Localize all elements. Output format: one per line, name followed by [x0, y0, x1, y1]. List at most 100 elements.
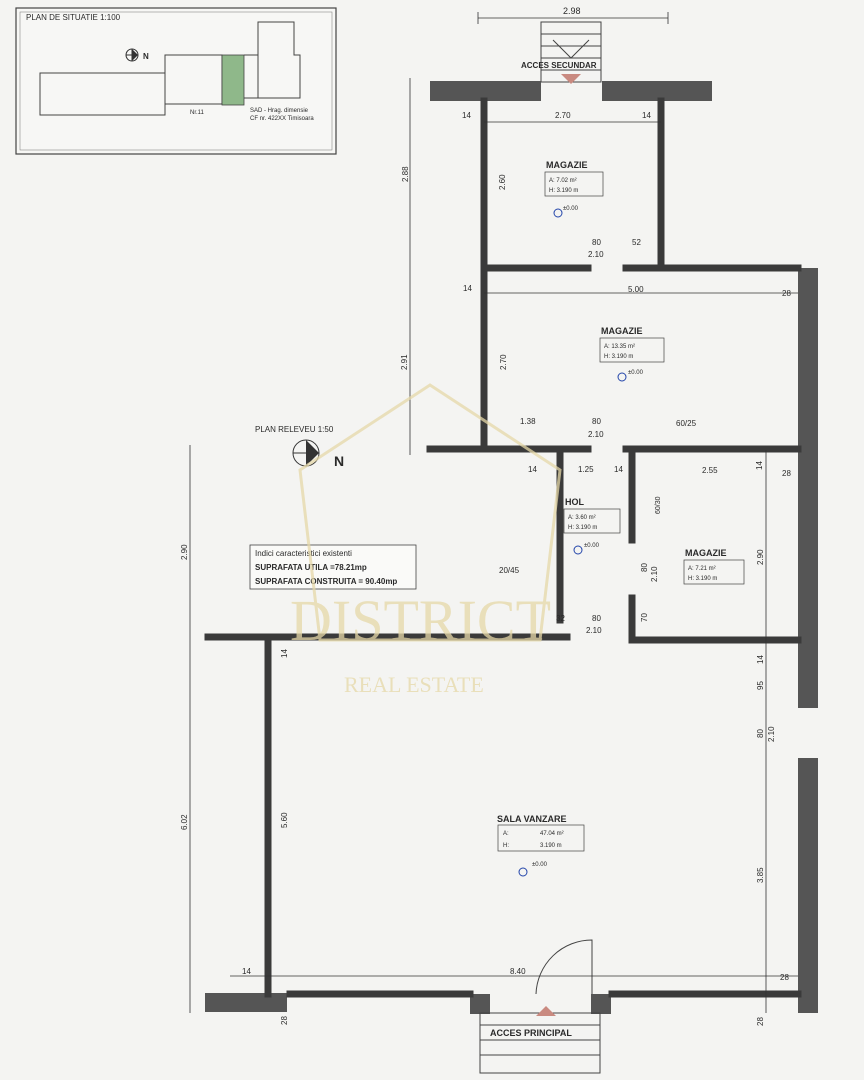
svg-text:80: 80 [592, 614, 601, 623]
main-door [535, 939, 593, 995]
secondary-access-label: ACCES SECUNDAR [521, 61, 597, 70]
svg-text:2.88: 2.88 [401, 166, 410, 182]
secondary-stair: ACCES SECUNDAR [521, 21, 602, 84]
situation-plan: PLAN DE SITUATIE 1:100 N Nr.11 SAD - Hra… [15, 7, 337, 155]
svg-text:28: 28 [280, 1016, 289, 1025]
room-magazie-2: MAGAZIE A: 13.35 m² H: 3.190 m ±0.00 [599, 326, 665, 382]
svg-text:HOL: HOL [565, 497, 585, 507]
survey-north-label: N [334, 453, 344, 469]
survey-header: PLAN RELEVEU 1:50 N [255, 425, 344, 469]
svg-text:60/30: 60/30 [655, 496, 662, 514]
svg-text:MAGAZIE: MAGAZIE [601, 326, 643, 336]
svg-text:95: 95 [756, 681, 765, 690]
svg-text:1.25: 1.25 [578, 465, 594, 474]
svg-text:2.10: 2.10 [588, 430, 604, 439]
svg-text:5.00: 5.00 [628, 285, 644, 294]
situation-north-icon [125, 48, 139, 62]
svg-text:2.55: 2.55 [702, 466, 718, 475]
svg-text:SALA VANZARE: SALA VANZARE [497, 814, 567, 824]
svg-text:A: 3.60 m²: A: 3.60 m² [568, 515, 596, 521]
svg-text:2.10: 2.10 [586, 626, 602, 635]
svg-text:H:: H: [503, 843, 509, 849]
svg-text:8.40: 8.40 [510, 967, 526, 976]
svg-text:H: 3.190 m: H: 3.190 m [604, 354, 633, 360]
svg-text:H: 3.190 m: H: 3.190 m [568, 525, 597, 531]
indices-title: Indici caracteristici existenti [255, 549, 352, 558]
svg-text:A: 7.02 m²: A: 7.02 m² [549, 178, 577, 184]
svg-text:70: 70 [640, 613, 649, 622]
svg-text:1.38: 1.38 [520, 417, 536, 426]
main-access-label: ACCES PRINCIPAL [490, 1028, 572, 1038]
room-magazie-1: MAGAZIE A: 7.02 m² H: 3.190 m ±0.00 [544, 160, 604, 218]
svg-text:2.60: 2.60 [498, 174, 507, 190]
svg-text:14: 14 [462, 111, 471, 120]
situation-note-1: Nr.11 [190, 110, 205, 116]
svg-text:MAGAZIE: MAGAZIE [546, 160, 588, 170]
svg-text:80: 80 [592, 238, 601, 247]
svg-text:2.10: 2.10 [650, 566, 659, 582]
svg-text:80: 80 [640, 563, 649, 572]
svg-text:±0.00: ±0.00 [584, 543, 600, 549]
svg-text:A: 13.35 m²: A: 13.35 m² [604, 344, 635, 350]
situation-note-2: SAD - Hrag. dimensie [250, 108, 309, 114]
svg-text:2.90: 2.90 [180, 544, 189, 560]
situation-title: PLAN DE SITUATIE 1:100 [26, 13, 121, 22]
svg-text:60/25: 60/25 [676, 419, 697, 428]
svg-text:28: 28 [780, 973, 789, 982]
exterior-walls [205, 81, 818, 1014]
svg-text:28: 28 [782, 469, 791, 478]
svg-text:14: 14 [528, 465, 537, 474]
svg-text:14: 14 [756, 655, 765, 664]
svg-text:3.85: 3.85 [756, 867, 765, 883]
watermark-line-1: DISTRICT [290, 588, 551, 653]
svg-text:2.98: 2.98 [563, 6, 581, 16]
dimension-labels: 14 2.70 14 2.60 2.88 80 52 2.10 14 5.00 … [180, 111, 791, 1026]
svg-text:14: 14 [755, 461, 764, 470]
svg-text:47.04 m²: 47.04 m² [540, 831, 564, 837]
svg-text:14: 14 [280, 649, 289, 658]
svg-text:H: 3.190 m: H: 3.190 m [549, 188, 578, 194]
svg-text:3.190 m: 3.190 m [540, 843, 562, 849]
svg-text:MAGAZIE: MAGAZIE [685, 548, 727, 558]
svg-text:80: 80 [592, 417, 601, 426]
svg-text:5.60: 5.60 [280, 812, 289, 828]
svg-text:80: 80 [756, 729, 765, 738]
interior-walls [204, 97, 802, 998]
svg-text:52: 52 [632, 238, 641, 247]
built-area: SUPRAFATA CONSTRUITA = 90.40mp [255, 577, 397, 586]
svg-text:±0.00: ±0.00 [532, 862, 548, 868]
svg-text:28: 28 [782, 289, 791, 298]
svg-text:14: 14 [242, 967, 251, 976]
svg-text:32: 32 [556, 614, 565, 623]
survey-north-icon [292, 439, 320, 467]
svg-text:14: 14 [463, 284, 472, 293]
survey-title: PLAN RELEVEU 1:50 [255, 425, 334, 434]
main-stair: ACCES PRINCIPAL [479, 1006, 601, 1074]
top-dimension: 2.98 [477, 6, 669, 24]
svg-text:2.91: 2.91 [400, 354, 409, 370]
svg-text:28: 28 [756, 1017, 765, 1026]
svg-text:2.70: 2.70 [555, 111, 571, 120]
dimension-lines [189, 78, 798, 1013]
room-hol: HOL A: 3.60 m² H: 3.190 m ±0.00 [563, 497, 621, 555]
svg-text:2.90: 2.90 [756, 549, 765, 565]
svg-text:14: 14 [614, 465, 623, 474]
indices-box: Indici caracteristici existenti SUPRAFAT… [249, 544, 417, 590]
svg-text:2.70: 2.70 [499, 354, 508, 370]
room-sala-vanzare: SALA VANZARE A: 47.04 m² H: 3.190 m ±0.0… [497, 814, 585, 877]
svg-text:20/45: 20/45 [499, 566, 520, 575]
svg-text:±0.00: ±0.00 [628, 370, 644, 376]
svg-text:H: 3.190 m: H: 3.190 m [688, 576, 717, 582]
svg-text:2.10: 2.10 [588, 250, 604, 259]
svg-text:±0.00: ±0.00 [563, 206, 579, 212]
watermark-line-2: REAL ESTATE [344, 672, 484, 697]
svg-text:14: 14 [642, 111, 651, 120]
room-magazie-3: MAGAZIE A: 7.21 m² H: 3.190 m [683, 548, 745, 585]
watermark: DISTRICT REAL ESTATE [290, 383, 562, 697]
svg-text:A: 7.21 m²: A: 7.21 m² [688, 566, 716, 572]
svg-text:A:: A: [503, 831, 509, 837]
svg-text:2.10: 2.10 [767, 726, 776, 742]
svg-text:6.02: 6.02 [180, 814, 189, 830]
situation-note-3: CF nr. 422XX Timisoara [250, 116, 314, 122]
